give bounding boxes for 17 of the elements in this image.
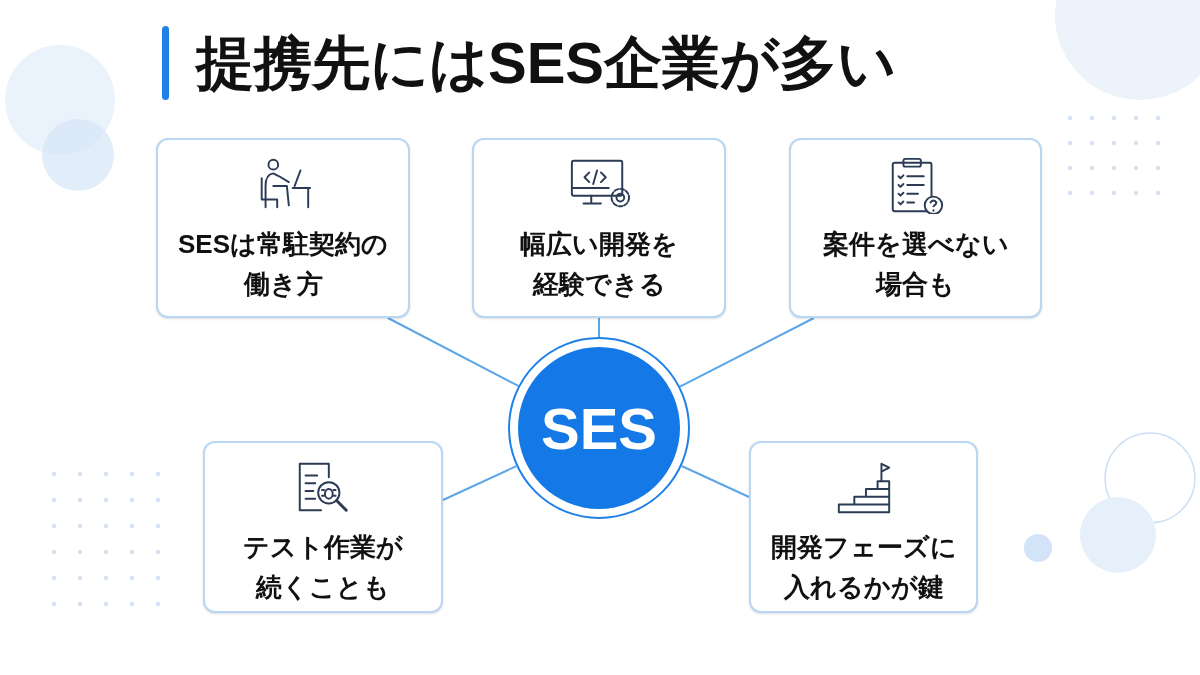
connector-line: [679, 317, 815, 388]
title: 提携先にはSES企業が多い: [196, 29, 897, 97]
connector-line: [442, 465, 518, 501]
card-text: SESは常駐契約の働き方: [177, 228, 389, 301]
connector-line: [598, 317, 600, 338]
node-label: SES: [540, 394, 658, 463]
card-text: テスト作業が続くことも: [242, 531, 404, 604]
card-text: 幅広い開発を経験できる: [519, 228, 679, 301]
card: [749, 441, 978, 613]
card: [789, 138, 1042, 318]
card-text: 案件を選べない場合も: [821, 228, 1010, 301]
card: [203, 441, 443, 613]
card-text: 開発フェーズに入れるかが鍵: [769, 531, 958, 604]
connector-line: [680, 465, 750, 498]
card: [472, 138, 726, 318]
card: [156, 138, 410, 318]
connector-line: [387, 317, 520, 387]
